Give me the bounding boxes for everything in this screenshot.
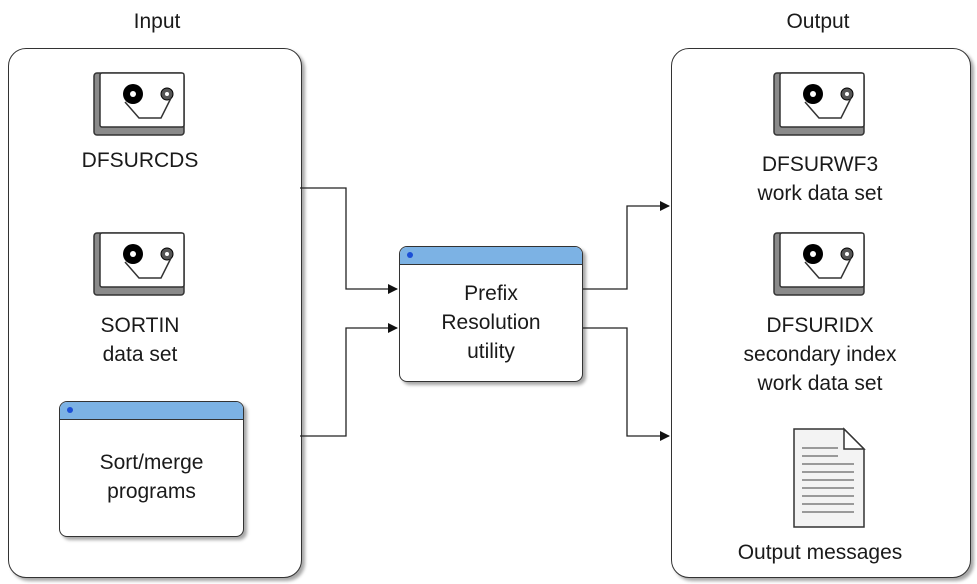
dfsurwf3-line1: DFSURWF3 [761, 153, 879, 176]
arrow-utility-to-messages [583, 327, 670, 441]
document-icon [793, 427, 866, 528]
tape-label-dfsurwf3: DFSURWF3 work data set [671, 150, 969, 208]
window-title-bar [60, 402, 243, 420]
arrow-input-to-utility-top [300, 187, 398, 294]
tape-label-sortin: SORTIN data set [8, 311, 272, 369]
dfsuridx-line1: DFSURIDX [766, 314, 874, 337]
tape-drive-icon [773, 232, 865, 296]
sortin-line1: SORTIN [100, 314, 180, 337]
sort-line2: programs [107, 480, 196, 503]
window-dot-icon [407, 252, 413, 258]
dfsurwf3-line2: work data set [757, 182, 883, 205]
tape-label-dfsurcds: DFSURCDS [81, 149, 199, 172]
utility-line3: utility [467, 339, 515, 363]
sort-line1: Sort/merge [99, 451, 204, 474]
tape-drive-icon [773, 72, 865, 136]
arrow-utility-to-dfsurwf3 [583, 201, 670, 290]
sort-merge-window: Sort/merge programs [59, 401, 244, 537]
tape-label-dfsuridx: DFSURIDX secondary index work data set [671, 311, 969, 398]
output-messages-label: Output messages [737, 541, 903, 564]
dfsuridx-line2: secondary index [743, 343, 897, 366]
tape-drive-icon [93, 72, 185, 136]
arrow-input-to-utility-bottom [300, 323, 398, 437]
utility-line1: Prefix [464, 281, 518, 305]
sortin-line2: data set [102, 343, 178, 366]
input-title: Input [133, 10, 181, 33]
window-dot-icon [67, 407, 73, 413]
tape-drive-icon [93, 232, 185, 296]
prefix-resolution-window: Prefix Resolution utility [399, 246, 583, 382]
window-title-bar [400, 247, 582, 265]
dfsuridx-line3: work data set [757, 372, 883, 395]
utility-line2: Resolution [441, 310, 541, 334]
output-title: Output [786, 10, 850, 33]
